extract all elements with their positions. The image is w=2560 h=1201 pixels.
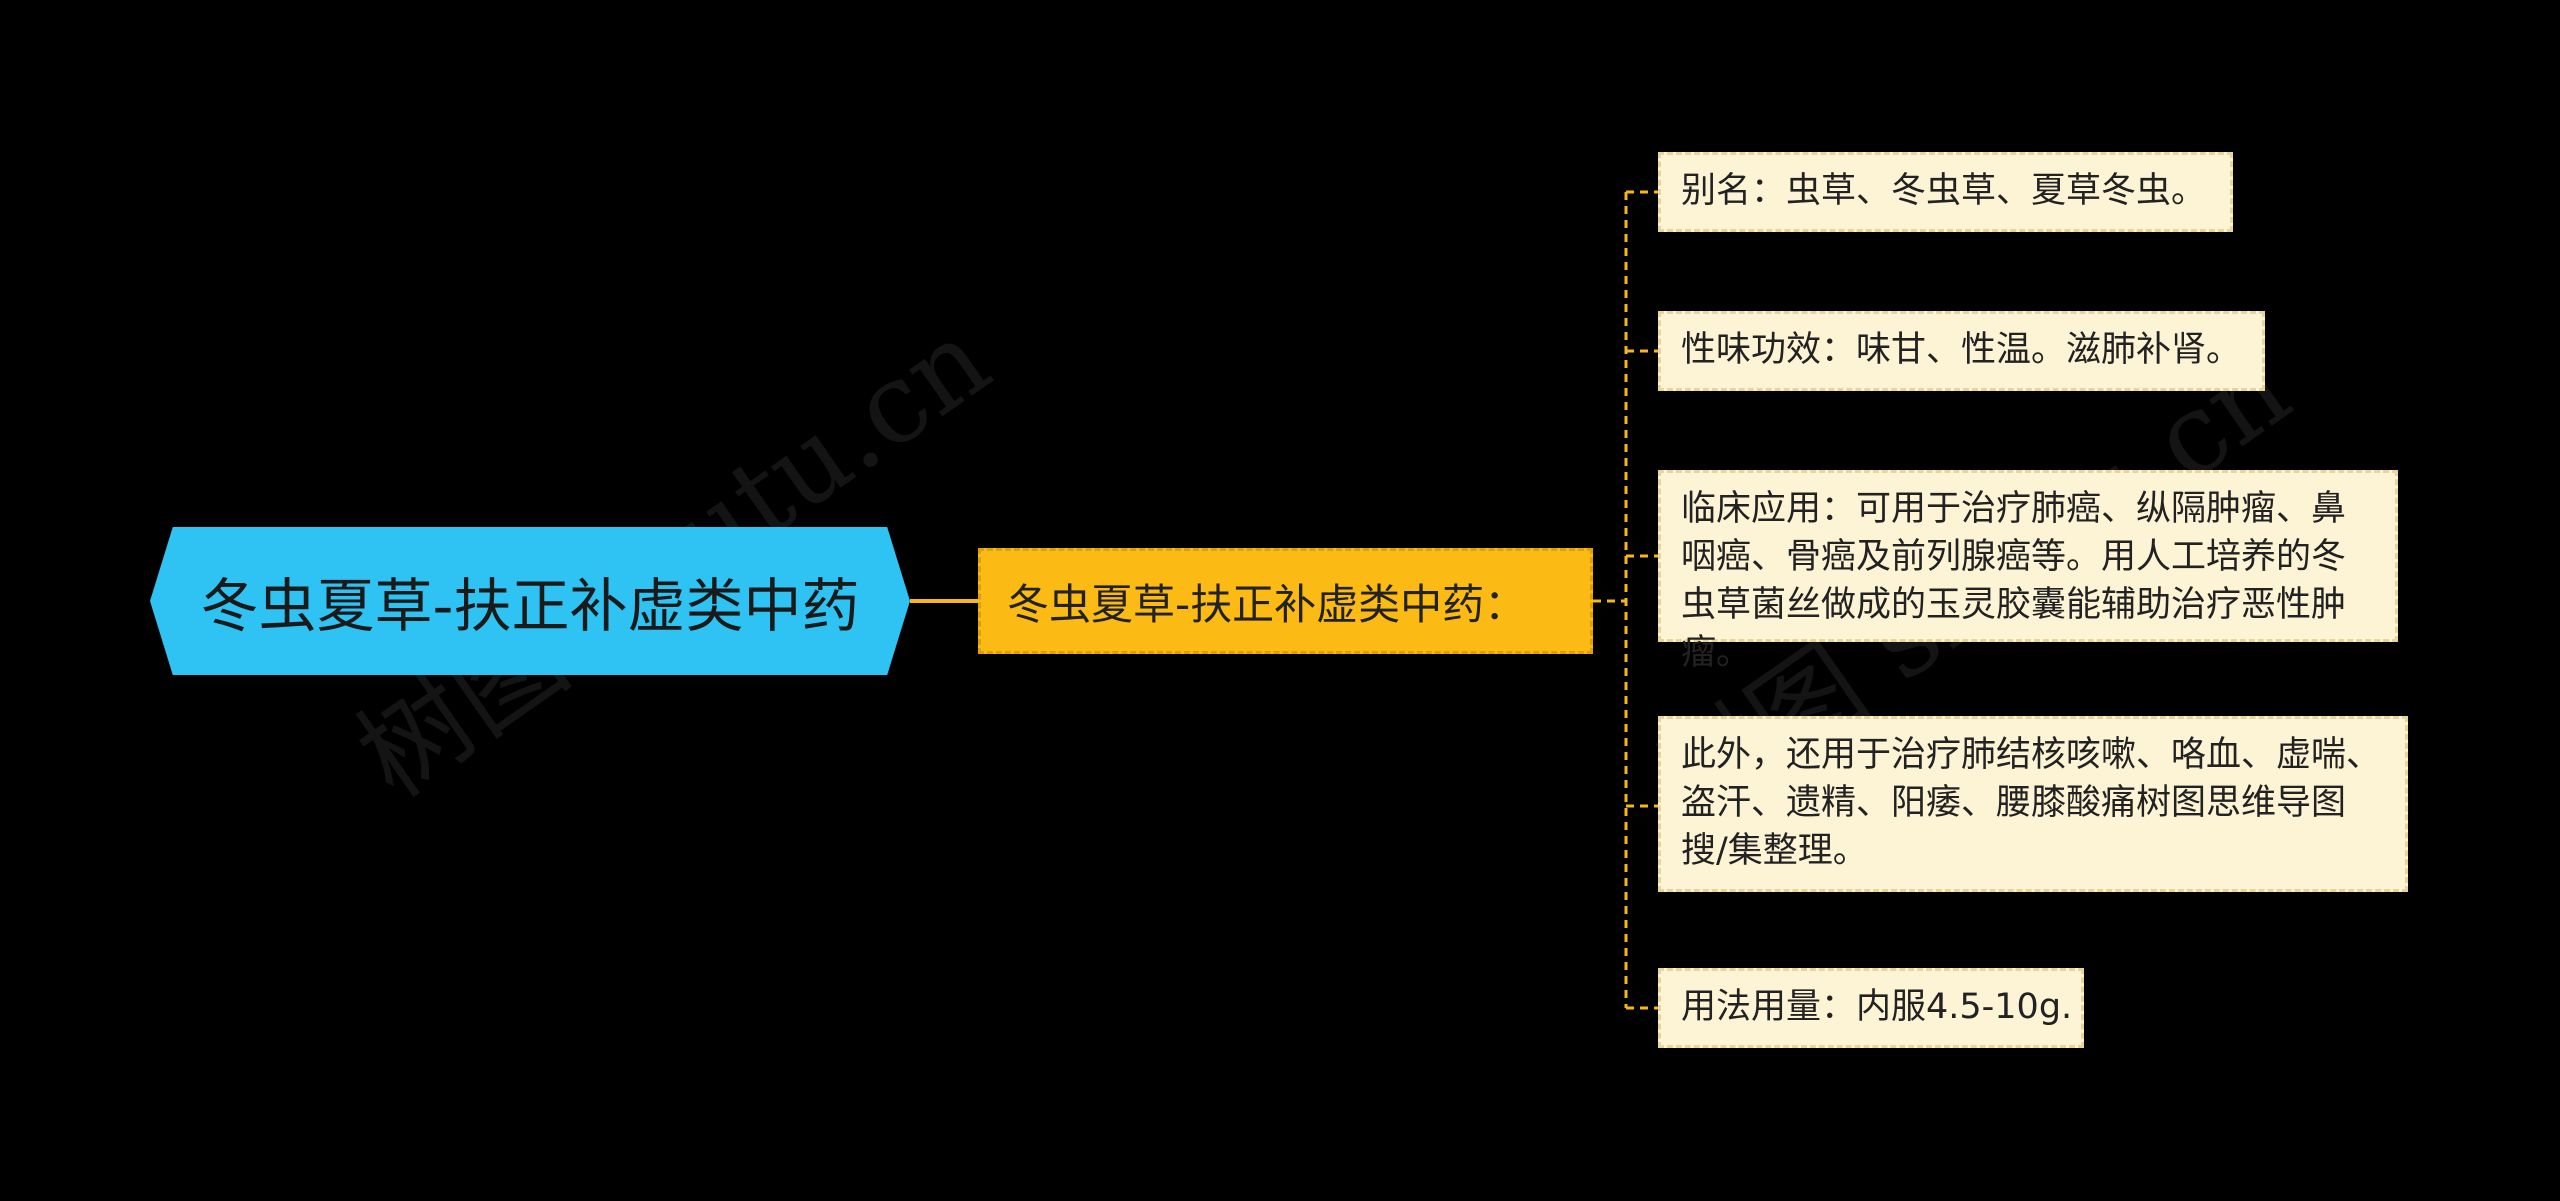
root-node-label: 冬虫夏草-扶正补虚类中药	[200, 572, 860, 640]
leaf-node-label: 性味功效：味甘、性温。滋肺补肾。	[1681, 330, 2242, 370]
branch-node-label: 冬虫夏草-扶正补虚类中药：	[1007, 579, 1527, 629]
leaf-node-clinical-use[interactable]: 临床应用：可用于治疗肺癌、纵隔肿瘤、鼻咽癌、骨癌及前列腺癌等。用人工培养的冬虫草…	[1658, 470, 2398, 673]
leaf-node-other-uses[interactable]: 此外，还用于治疗肺结核咳嗽、咯血、虚喘、盗汗、遗精、阳痿、腰膝酸痛树图思维导图搜…	[1658, 716, 2408, 892]
leaf-node-label: 用法用量：内服4.5-10g.	[1681, 987, 2073, 1027]
leaf-node-alias[interactable]: 别名：虫草、冬虫草、夏草冬虫。	[1658, 152, 2233, 232]
leaf-node-properties[interactable]: 性味功效：味甘、性温。滋肺补肾。	[1658, 311, 2265, 391]
leaf-node-dosage[interactable]: 用法用量：内服4.5-10g.	[1658, 968, 2084, 1048]
root-node[interactable]: 冬虫夏草-扶正补虚类中药	[150, 527, 910, 675]
branch-node[interactable]: 冬虫夏草-扶正补虚类中药：	[978, 548, 1593, 654]
leaf-node-label: 别名：虫草、冬虫草、夏草冬虫。	[1681, 171, 2207, 211]
leaf-node-label: 此外，还用于治疗肺结核咳嗽、咯血、虚喘、盗汗、遗精、阳痿、腰膝酸痛树图思维导图搜…	[1681, 735, 2382, 871]
leaf-node-label: 临床应用：可用于治疗肺癌、纵隔肿瘤、鼻咽癌、骨癌及前列腺癌等。用人工培养的冬虫草…	[1681, 489, 2347, 673]
